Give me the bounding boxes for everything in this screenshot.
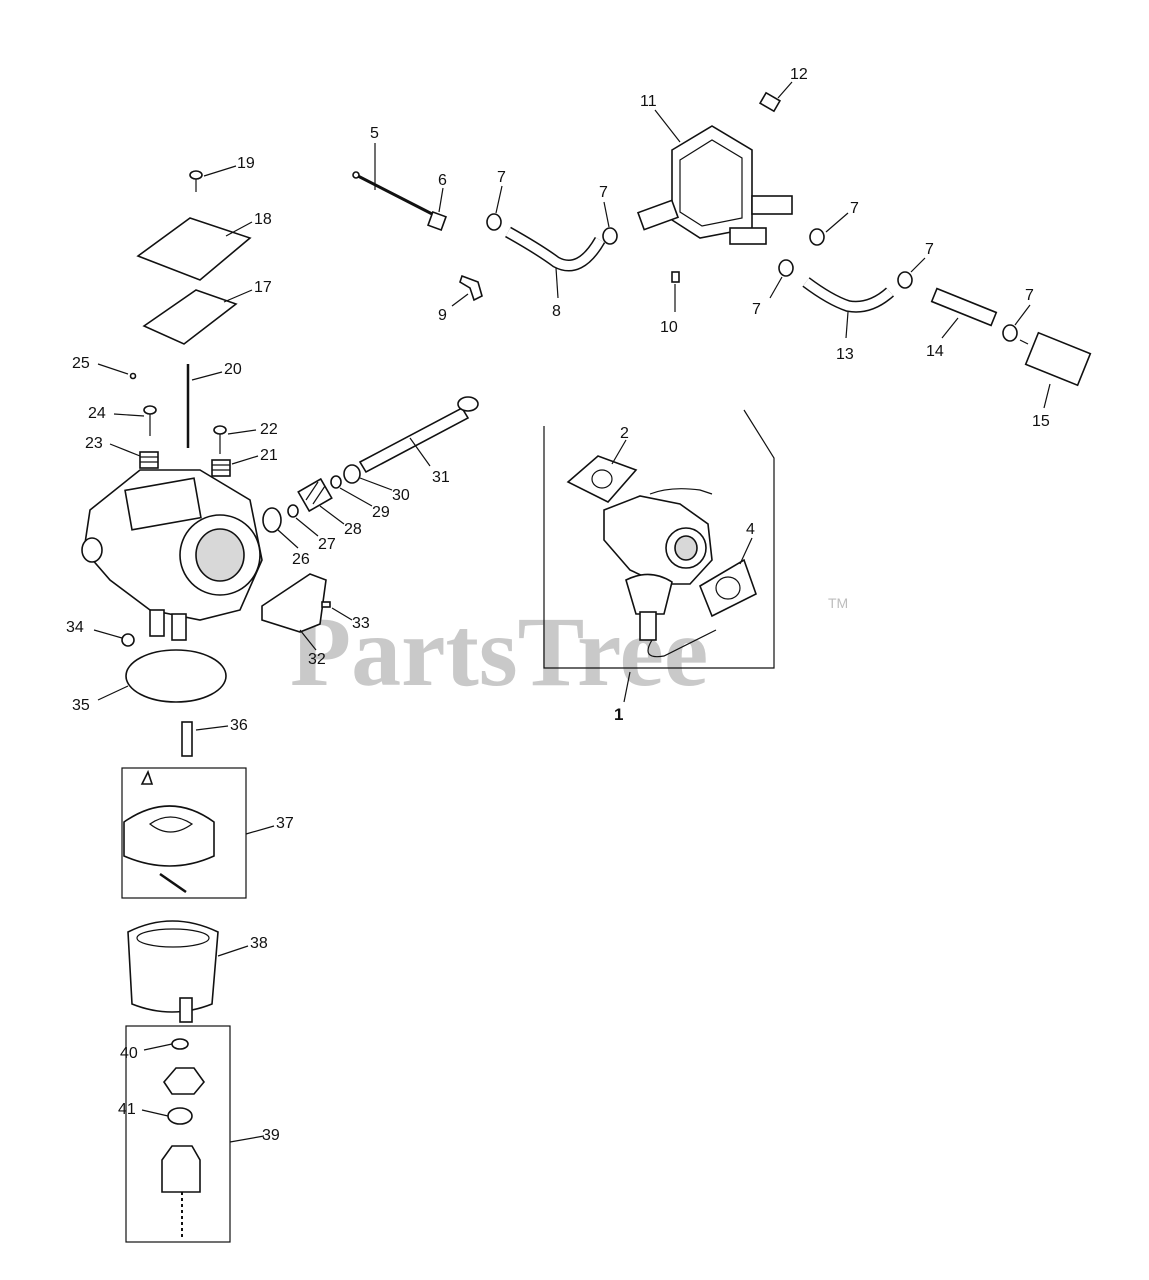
part-35-gasket-ring[interactable] [125,649,227,703]
callout-18: 18 [254,211,272,228]
callout-7-d: 7 [752,301,761,318]
part-15-fuel-filter[interactable] [1019,331,1092,387]
part-31-throttle-shaft[interactable] [358,396,479,474]
part-7-clamp[interactable] [486,213,502,231]
part-6-nut[interactable] [427,211,447,231]
callout-39: 39 [262,1127,280,1144]
watermark-trademark: TM [828,595,848,611]
callout-10: 10 [660,319,678,336]
part-17-gasket[interactable] [142,289,238,345]
callout-33: 33 [352,615,370,632]
part-36-pin[interactable] [181,721,193,757]
callout-15: 15 [1032,413,1050,430]
callout-21: 21 [260,447,278,464]
part-24-screw[interactable] [143,405,157,436]
callout-1: 1 [614,705,623,724]
callout-7-e: 7 [925,241,934,258]
part-28-spring[interactable] [297,477,333,513]
part-39-solenoid[interactable] [161,1038,206,1238]
callout-38: 38 [250,935,268,952]
part-33-screw[interactable] [321,601,331,608]
callout-34: 34 [66,619,84,636]
callout-35: 35 [72,697,90,714]
callout-9: 9 [438,307,447,324]
callout-23: 23 [85,435,103,452]
callout-25: 25 [72,355,90,372]
part-39-box [125,1025,231,1243]
callout-30: 30 [392,487,410,504]
callout-7-c: 7 [850,200,859,217]
callout-4: 4 [746,521,755,538]
part-1-assembly-box [543,409,775,669]
part-22-screw[interactable] [213,425,227,454]
part-7-clamp[interactable] [1002,324,1018,342]
part-32-plate[interactable] [261,573,327,633]
part-4-gasket[interactable] [699,558,757,618]
callout-7-a: 7 [497,169,506,186]
part-37-float[interactable] [123,769,215,894]
part-8-fuel-line[interactable] [505,226,606,272]
callout-26: 26 [292,551,310,568]
part-37-box [121,767,247,899]
part-2-gasket[interactable] [566,455,638,503]
part-25-plug[interactable] [129,372,137,380]
part-13-fuel-line[interactable] [802,277,895,313]
callout-8: 8 [552,303,561,320]
part-1-carburetor-assembly[interactable] [603,488,717,658]
part-7-clamp[interactable] [602,227,618,245]
callout-14: 14 [926,343,944,360]
callout-40: 40 [120,1045,138,1062]
callout-37: 37 [276,815,294,832]
callout-41: 41 [118,1101,136,1118]
part-10-fitting[interactable] [671,271,680,283]
part-11-fuel-pump[interactable] [636,125,793,245]
part-18-cover[interactable] [136,217,252,281]
part-27-o-ring[interactable] [287,504,299,518]
part-34-screw[interactable] [121,633,135,647]
callout-19: 19 [237,155,255,172]
callout-20: 20 [224,361,242,378]
part-23-spring[interactable] [139,451,159,469]
part-7-clamp[interactable] [897,271,913,289]
callout-29: 29 [372,504,390,521]
part-7-clamp[interactable] [778,259,794,277]
callout-31: 31 [432,469,450,486]
callout-22: 22 [260,421,278,438]
part-7-clamp[interactable] [809,228,825,246]
part-9-clip[interactable] [459,274,483,302]
callout-36: 36 [230,717,248,734]
callout-27: 27 [318,536,336,553]
callout-28: 28 [344,521,362,538]
callout-6: 6 [438,172,447,189]
carburetor-body[interactable] [81,469,263,641]
callout-24: 24 [88,405,106,422]
callout-2: 2 [620,425,629,442]
part-38-fuel-bowl[interactable] [127,920,219,1023]
callout-17: 17 [254,279,272,296]
part-30-seal[interactable] [343,464,361,484]
part-12-fitting[interactable] [758,91,782,113]
callout-7-f: 7 [1025,287,1034,304]
part-21-spring[interactable] [211,459,231,477]
part-5-shaft[interactable] [352,171,441,220]
callout-32: 32 [308,651,326,668]
callout-11: 11 [640,93,657,110]
part-29-washer[interactable] [330,475,342,489]
part-19-screw[interactable] [189,170,203,192]
part-14-fuel-line[interactable] [930,287,998,327]
callout-7-b: 7 [599,184,608,201]
callout-5: 5 [370,125,379,142]
part-26-fitting[interactable] [262,507,282,533]
callout-13: 13 [836,346,854,363]
callout-12: 12 [790,66,808,83]
